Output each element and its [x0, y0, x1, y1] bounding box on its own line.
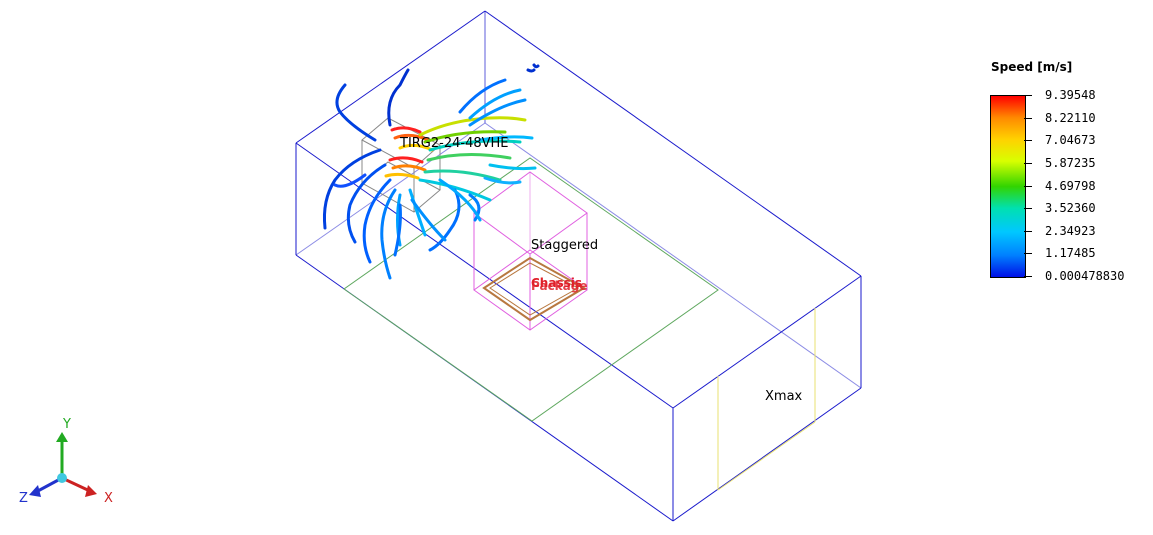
axis-z-label: Z	[19, 491, 28, 506]
legend-tick-mark	[1024, 253, 1032, 255]
xmax-opening	[717, 308, 816, 491]
legend-tick-label: 1.17485	[1045, 246, 1096, 261]
legend-tick-mark	[1024, 117, 1032, 119]
axis-x-label: X	[104, 491, 113, 506]
legend-tick-mark	[1024, 140, 1032, 142]
streamlines	[323, 63, 540, 280]
legend-tick-label: 4.69798	[1045, 178, 1096, 193]
legend-tick-label: 3.52360	[1045, 201, 1096, 216]
legend-title: Speed [m/s]	[991, 60, 1073, 74]
staggered-label: Staggered	[531, 238, 599, 253]
legend-tick-mark	[1024, 185, 1032, 187]
legend-tick-label: 0.000478830	[1045, 269, 1125, 283]
axis-triad	[29, 432, 97, 497]
legend-colorbar	[990, 95, 1026, 278]
component-label-1: Chassis	[531, 276, 582, 290]
xmax-label: Xmax	[765, 389, 803, 404]
legend-tick-mark	[1024, 162, 1032, 164]
legend-tick-mark	[1024, 276, 1032, 277]
fan-label: TIRG2-24-48VHE	[400, 136, 509, 151]
component-label-2: Package	[531, 279, 588, 293]
legend-tick-label: 9.39548	[1045, 88, 1096, 102]
legend-tick-mark	[1024, 95, 1032, 96]
component-outline	[482, 256, 587, 322]
legend-tick-label: 8.22110	[1045, 110, 1096, 125]
legend-tick-mark	[1024, 208, 1032, 210]
legend-tick-mark	[1024, 230, 1032, 232]
axis-y-label: Y	[63, 417, 71, 432]
cabinet-wireframe	[295, 10, 862, 522]
legend-tick-label: 2.34923	[1045, 223, 1096, 238]
staggered-block	[473, 171, 588, 331]
legend-tick-label: 5.87235	[1045, 155, 1096, 170]
legend-tick-label: 7.04673	[1045, 133, 1096, 148]
